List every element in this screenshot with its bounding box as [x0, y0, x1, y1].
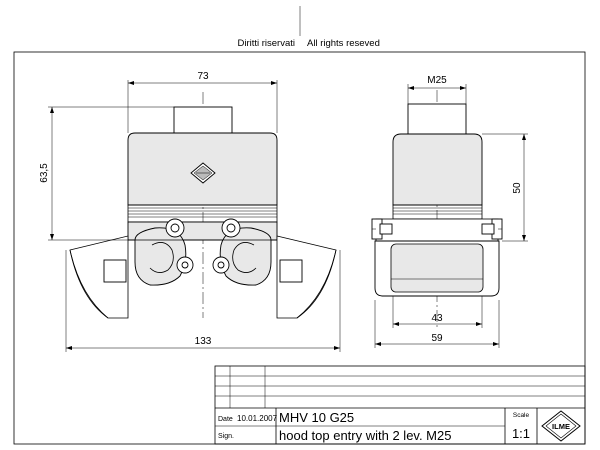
- dim-label-59: 59: [431, 333, 443, 344]
- scale-label: Scale: [513, 412, 530, 419]
- side-view: M25 50 43 59: [371, 75, 528, 348]
- front-right-lever: [212, 218, 272, 286]
- dim-label-63-5: 63,5: [39, 163, 50, 183]
- front-view: 73 63,5 133: [39, 71, 341, 352]
- ilme-logo-icon: ILME: [541, 410, 581, 442]
- dim-label-m25: M25: [427, 75, 447, 86]
- date-value: 10.01.2007: [237, 414, 278, 423]
- dim-label-73: 73: [197, 71, 209, 82]
- rights-english: All rights reseved: [307, 38, 380, 49]
- sign-label: Sign.: [218, 433, 234, 440]
- side-hood-body: [392, 133, 483, 206]
- dim-label-50: 50: [512, 182, 523, 194]
- front-logo-icon: [190, 162, 216, 184]
- date-label: Date: [218, 416, 233, 423]
- front-left-lug: [103, 259, 127, 283]
- front-left-lever: [134, 218, 194, 286]
- product-description: hood top entry with 2 lev. M25: [279, 428, 451, 443]
- side-lever-plate: [390, 243, 484, 293]
- scale-value: 1:1: [512, 426, 530, 441]
- dim-label-43: 43: [431, 313, 443, 324]
- rights-italian: Diritti riservati: [237, 38, 295, 49]
- product-code: MHV 10 G25: [279, 410, 354, 425]
- logo-text: ILME: [552, 422, 570, 431]
- side-cable-entry: [407, 103, 467, 135]
- dim-label-133: 133: [195, 336, 212, 347]
- front-right-lug: [279, 259, 303, 283]
- front-cable-entry: [173, 106, 233, 134]
- title-block: Date 10.01.2007 Sign. MHV 10 G25 hood to…: [214, 365, 586, 445]
